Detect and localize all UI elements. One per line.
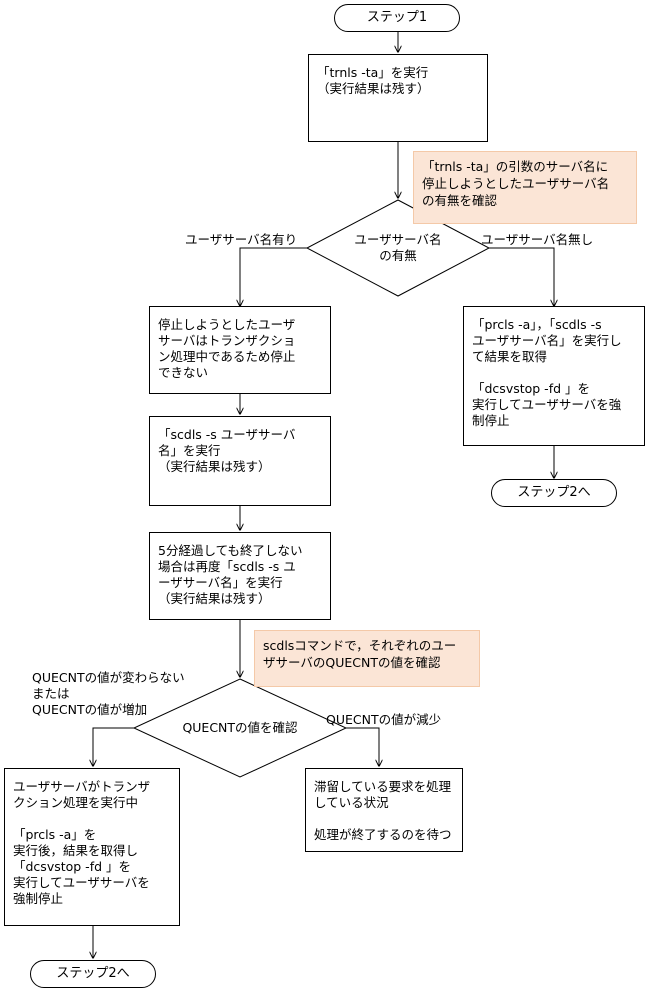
process-prcls-right: 「prcls -a」，「scdls -s ユーザサーバ名」を実行し て結果を取得…: [463, 306, 645, 446]
process-text: （実行結果は残す）: [158, 591, 271, 606]
process-text: 「trnls -ta」を実行: [317, 65, 429, 80]
process-5min: 5分経過しても終了しない 場合は再度「scdls -s ユ ーザサーバ名」を実行…: [149, 532, 331, 620]
process-text: て結果を取得: [472, 349, 548, 364]
decision2-diamond: [132, 678, 348, 778]
process-text: している状況: [314, 795, 389, 810]
label-right2: QUECNTの値が減少: [326, 712, 442, 727]
note-text: 停止しようとしたユーザサーバ名: [422, 176, 610, 191]
note-text: 「trnls -ta」の引数のサーバ名に: [422, 159, 609, 174]
process-text: 「scdls -s ユーザサーバ: [158, 427, 296, 442]
end-terminal-right: ステップ2へ: [491, 479, 617, 507]
start-terminal: ステップ1: [334, 4, 460, 32]
note-trnls: 「trnls -ta」の引数のサーバ名に 停止しようとしたユーザサーバ名 の有無…: [413, 151, 637, 224]
arrow-right2-branch: [346, 727, 379, 766]
process-text: 滞留している要求を処理: [314, 779, 452, 794]
arrow-left2-branch: [93, 727, 134, 766]
process-text: 実行後，結果を取得し: [13, 843, 139, 858]
process-text: 処理が終了するのを待つ: [314, 827, 452, 842]
process-text: できない: [158, 365, 209, 380]
process-text: ユーザサーバがトランザ: [13, 779, 151, 794]
process-text: 強制停止: [13, 891, 64, 906]
decision1-label: ユーザサーバ名 の有無: [336, 232, 460, 264]
process-text: クション処理を実行中: [13, 795, 139, 810]
process-text: 「dcsvstop -fd 」を: [13, 859, 132, 874]
decision2-label: QUECNTの値を確認: [182, 720, 298, 735]
label-left2: QUECNTの値が変わらない または QUECNTの値が増加: [32, 670, 185, 718]
process-waiting: 滞留している要求を処理 している状況 処理が終了するのを待つ: [305, 768, 463, 852]
arrow-yes-branch: [240, 247, 307, 306]
process-text: 停止しようとしたユーザ: [158, 317, 296, 332]
label-no: ユーザサーバ名無し: [481, 232, 594, 247]
process-text: 5分経過しても終了しない: [158, 543, 303, 558]
process-text: 場合は再度「scdls -s ユ: [158, 559, 296, 574]
decision1-diamond: [305, 199, 491, 297]
process-text: （実行結果は残す）: [158, 459, 271, 474]
note-text: scdlsコマンドで，それぞれのユー: [263, 638, 457, 653]
process-text: ーザサーバ名」を実行: [158, 575, 283, 590]
note-text: ザサーバのQUECNTの値を確認: [263, 655, 441, 670]
process-scdls: 「scdls -s ユーザサーバ 名」を実行 （実行結果は残す）: [149, 416, 331, 506]
process-text: サーバはトランザクショ: [158, 333, 296, 348]
process-text: 名」を実行: [158, 443, 221, 458]
process-text: 「dcsvstop -fd 」を: [472, 381, 591, 396]
note-text: の有無を確認: [422, 193, 498, 208]
edge-text: QUECNTの値が増加: [32, 702, 148, 717]
process-text: （実行結果は残す）: [317, 81, 430, 96]
edge-text: または: [32, 686, 70, 701]
edge-text: QUECNTの値が変わらない: [32, 670, 185, 685]
decision-text: の有無: [379, 248, 417, 263]
process-text: 制停止: [472, 413, 510, 428]
process-text: 実行してユーザサーバを強: [472, 397, 622, 412]
process-text: 「prcls -a」，「scdls -s: [472, 317, 602, 332]
decision-text: ユーザサーバ名: [354, 232, 442, 247]
note-scdls: scdlsコマンドで，それぞれのユー ザサーバのQUECNTの値を確認: [254, 630, 480, 687]
process-trnls: 「trnls -ta」を実行 （実行結果は残す）: [308, 54, 488, 142]
process-cannot-stop: 停止しようとしたユーザ サーバはトランザクショ ン処理中であるため停止 できない: [149, 306, 331, 394]
end-terminal-left: ステップ2へ: [30, 960, 156, 988]
label-yes: ユーザサーバ名有り: [185, 232, 298, 247]
process-text: 「prcls -a」を: [13, 827, 97, 842]
process-text: ン処理中であるため停止: [158, 349, 296, 364]
process-forced-stop-left: ユーザサーバがトランザ クション処理を実行中 「prcls -a」を 実行後，結…: [4, 768, 180, 926]
process-text: 実行してユーザサーバを: [13, 875, 150, 890]
process-text: ユーザサーバ名」を実行し: [472, 333, 622, 348]
arrow-no-branch: [489, 247, 554, 306]
